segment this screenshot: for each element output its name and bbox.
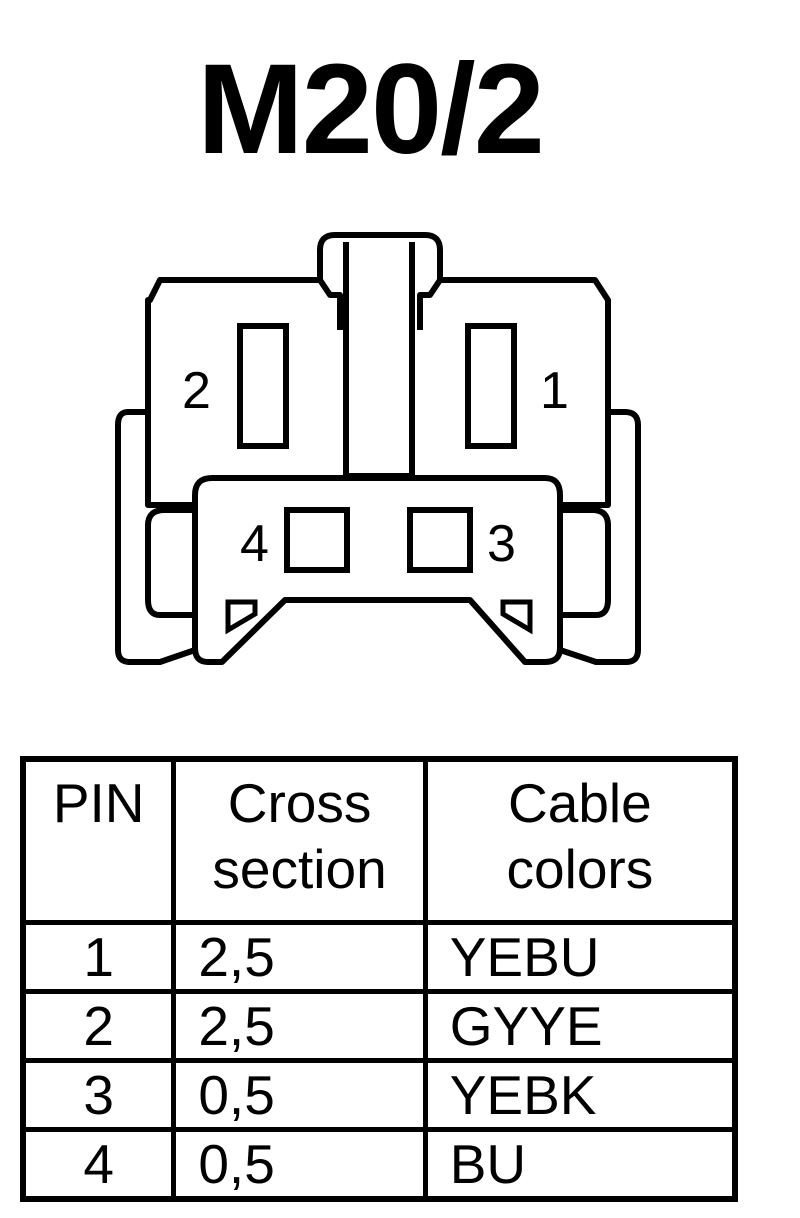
connector-latch [343,242,415,479]
pin-cavity-4 [284,507,350,573]
connector-latch-step-right [417,278,443,330]
header-pin: PIN [20,756,177,925]
pin-cavity-2 [237,323,289,449]
cell-cross-section: 2,5 [171,989,428,1063]
pin-label-4: 4 [240,515,269,573]
table-row: 4 0,5 BU [20,1127,738,1202]
cell-cross-section: 2,5 [171,920,428,994]
pin-assignment-table: PIN Cross section Cable colors 1 2,5 YEB… [20,756,738,1202]
cell-cable-colors: GYYE [422,989,738,1063]
connector-title: M20/2 [197,38,545,181]
header-cross-section: Cross section [171,756,428,925]
pin-label-2: 2 [182,362,211,420]
table-row: 3 0,5 YEBK [20,1058,738,1132]
pin-cavity-1 [465,323,517,449]
header-cross-line2: section [212,838,387,900]
cell-pin: 1 [20,920,177,994]
table-row: 1 2,5 YEBU [20,920,738,994]
pin-label-3: 3 [487,515,516,573]
header-pin-label: PIN [52,772,145,834]
pin-label-1: 1 [540,362,569,420]
table-row: 2 2,5 GYYE [20,989,738,1063]
lock-mark-right [500,599,533,635]
cell-cross-section: 0,5 [171,1127,428,1202]
connector-drawing: 2 1 4 3 [115,232,641,665]
cell-pin: 2 [20,989,177,1063]
connector-latch-step-left [317,278,343,330]
cell-cross-section: 0,5 [171,1058,428,1132]
cell-pin: 3 [20,1058,177,1132]
cell-cable-colors: BU [422,1127,738,1202]
table-header-row: PIN Cross section Cable colors [20,756,738,925]
header-colors-line1: Cable [508,772,652,834]
pin-cavity-3 [407,507,473,573]
cell-cable-colors: YEBK [422,1058,738,1132]
header-colors-line2: colors [506,838,654,900]
cell-pin: 4 [20,1127,177,1202]
cell-cable-colors: YEBU [422,920,738,994]
lock-mark-left [225,599,258,635]
header-cable-colors: Cable colors [422,756,738,925]
header-cross-line1: Cross [227,772,372,834]
